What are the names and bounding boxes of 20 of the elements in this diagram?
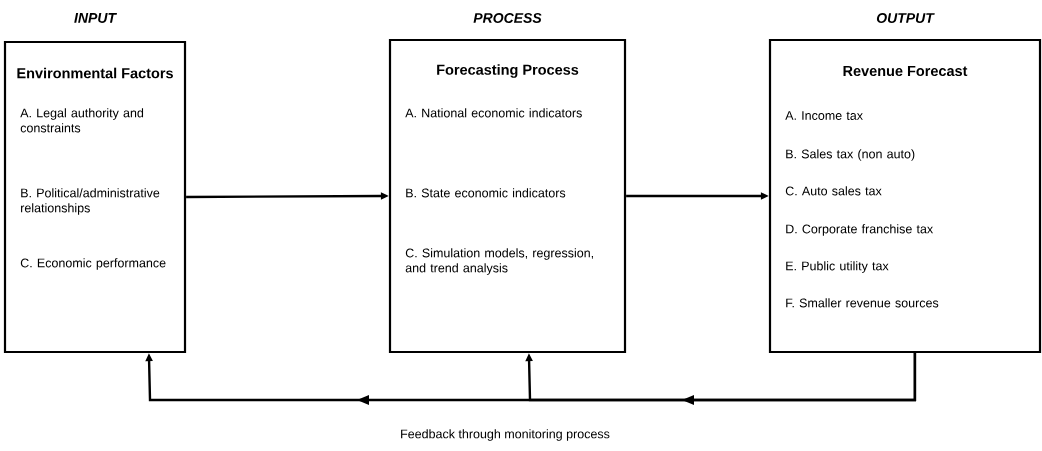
- stage-title: OUTPUT: [876, 13, 935, 23]
- list-item: A. Legal authority and constraints: [20, 108, 144, 133]
- edge-label: Feedback through monitoring process: [399, 428, 611, 442]
- list-item: E. Public utility tax: [786, 261, 889, 273]
- list-item: A. National economic indicators: [405, 108, 582, 118]
- stage-title: PROCESS: [473, 13, 542, 23]
- stage-title: INPUT: [74, 13, 117, 23]
- list-item: D. Corporate franchise tax: [786, 224, 933, 236]
- list-item: F. Smaller revenue sources: [786, 298, 939, 308]
- list-item: B. Political/administrative relationships: [21, 188, 160, 215]
- box-heading: Forecasting Process: [437, 64, 579, 78]
- box-heading: Revenue Forecast: [843, 65, 968, 77]
- list-item: C. Economic performance: [20, 258, 166, 270]
- list-item: C. Auto sales tax: [785, 186, 882, 196]
- box-heading: Environmental Factors: [17, 67, 173, 79]
- list-item: B. State economic indicators: [406, 188, 566, 198]
- list-item: B. Sales tax (non auto): [786, 149, 915, 161]
- list-item: C. Simulation models, regression, and trend analysis: [405, 248, 593, 275]
- list-item: A. Income tax: [785, 111, 863, 120]
- arrow: [525, 353, 917, 402]
